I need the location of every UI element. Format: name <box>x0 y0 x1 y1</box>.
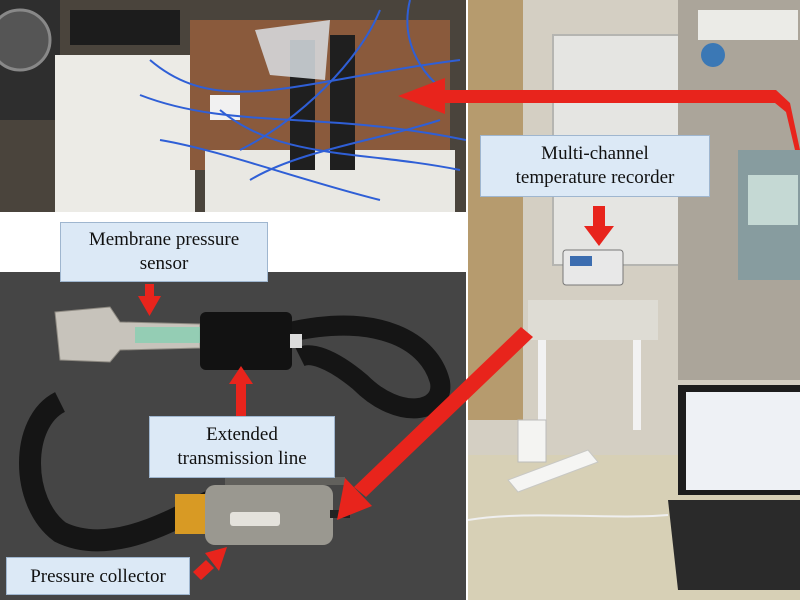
specimen-photo-drawing <box>0 0 466 212</box>
membrane-sensor-label-line-1: Membrane pressure <box>88 229 240 250</box>
temperature-recorder-label-line-2: temperature recorder <box>515 167 675 188</box>
extended-line-label-line-1: Extended <box>206 424 278 445</box>
extended-line-label: Extended transmission line <box>149 416 335 478</box>
pressure-collector-label-line-1: Pressure collector <box>30 566 166 587</box>
temperature-recorder-label-line-1: Multi-channel <box>541 143 649 164</box>
membrane-sensor-label-line-2: sensor <box>139 253 189 274</box>
specimen-photo <box>0 0 466 212</box>
lab-photo-drawing <box>468 0 800 600</box>
pressure-collector-label: Pressure collector <box>6 557 190 595</box>
temperature-recorder-label: Multi-channel temperature recorder <box>480 135 710 197</box>
extended-line-label-line-2: transmission line <box>177 448 307 469</box>
lab-photo <box>468 0 800 600</box>
membrane-sensor-label: Membrane pressure sensor <box>60 222 268 282</box>
